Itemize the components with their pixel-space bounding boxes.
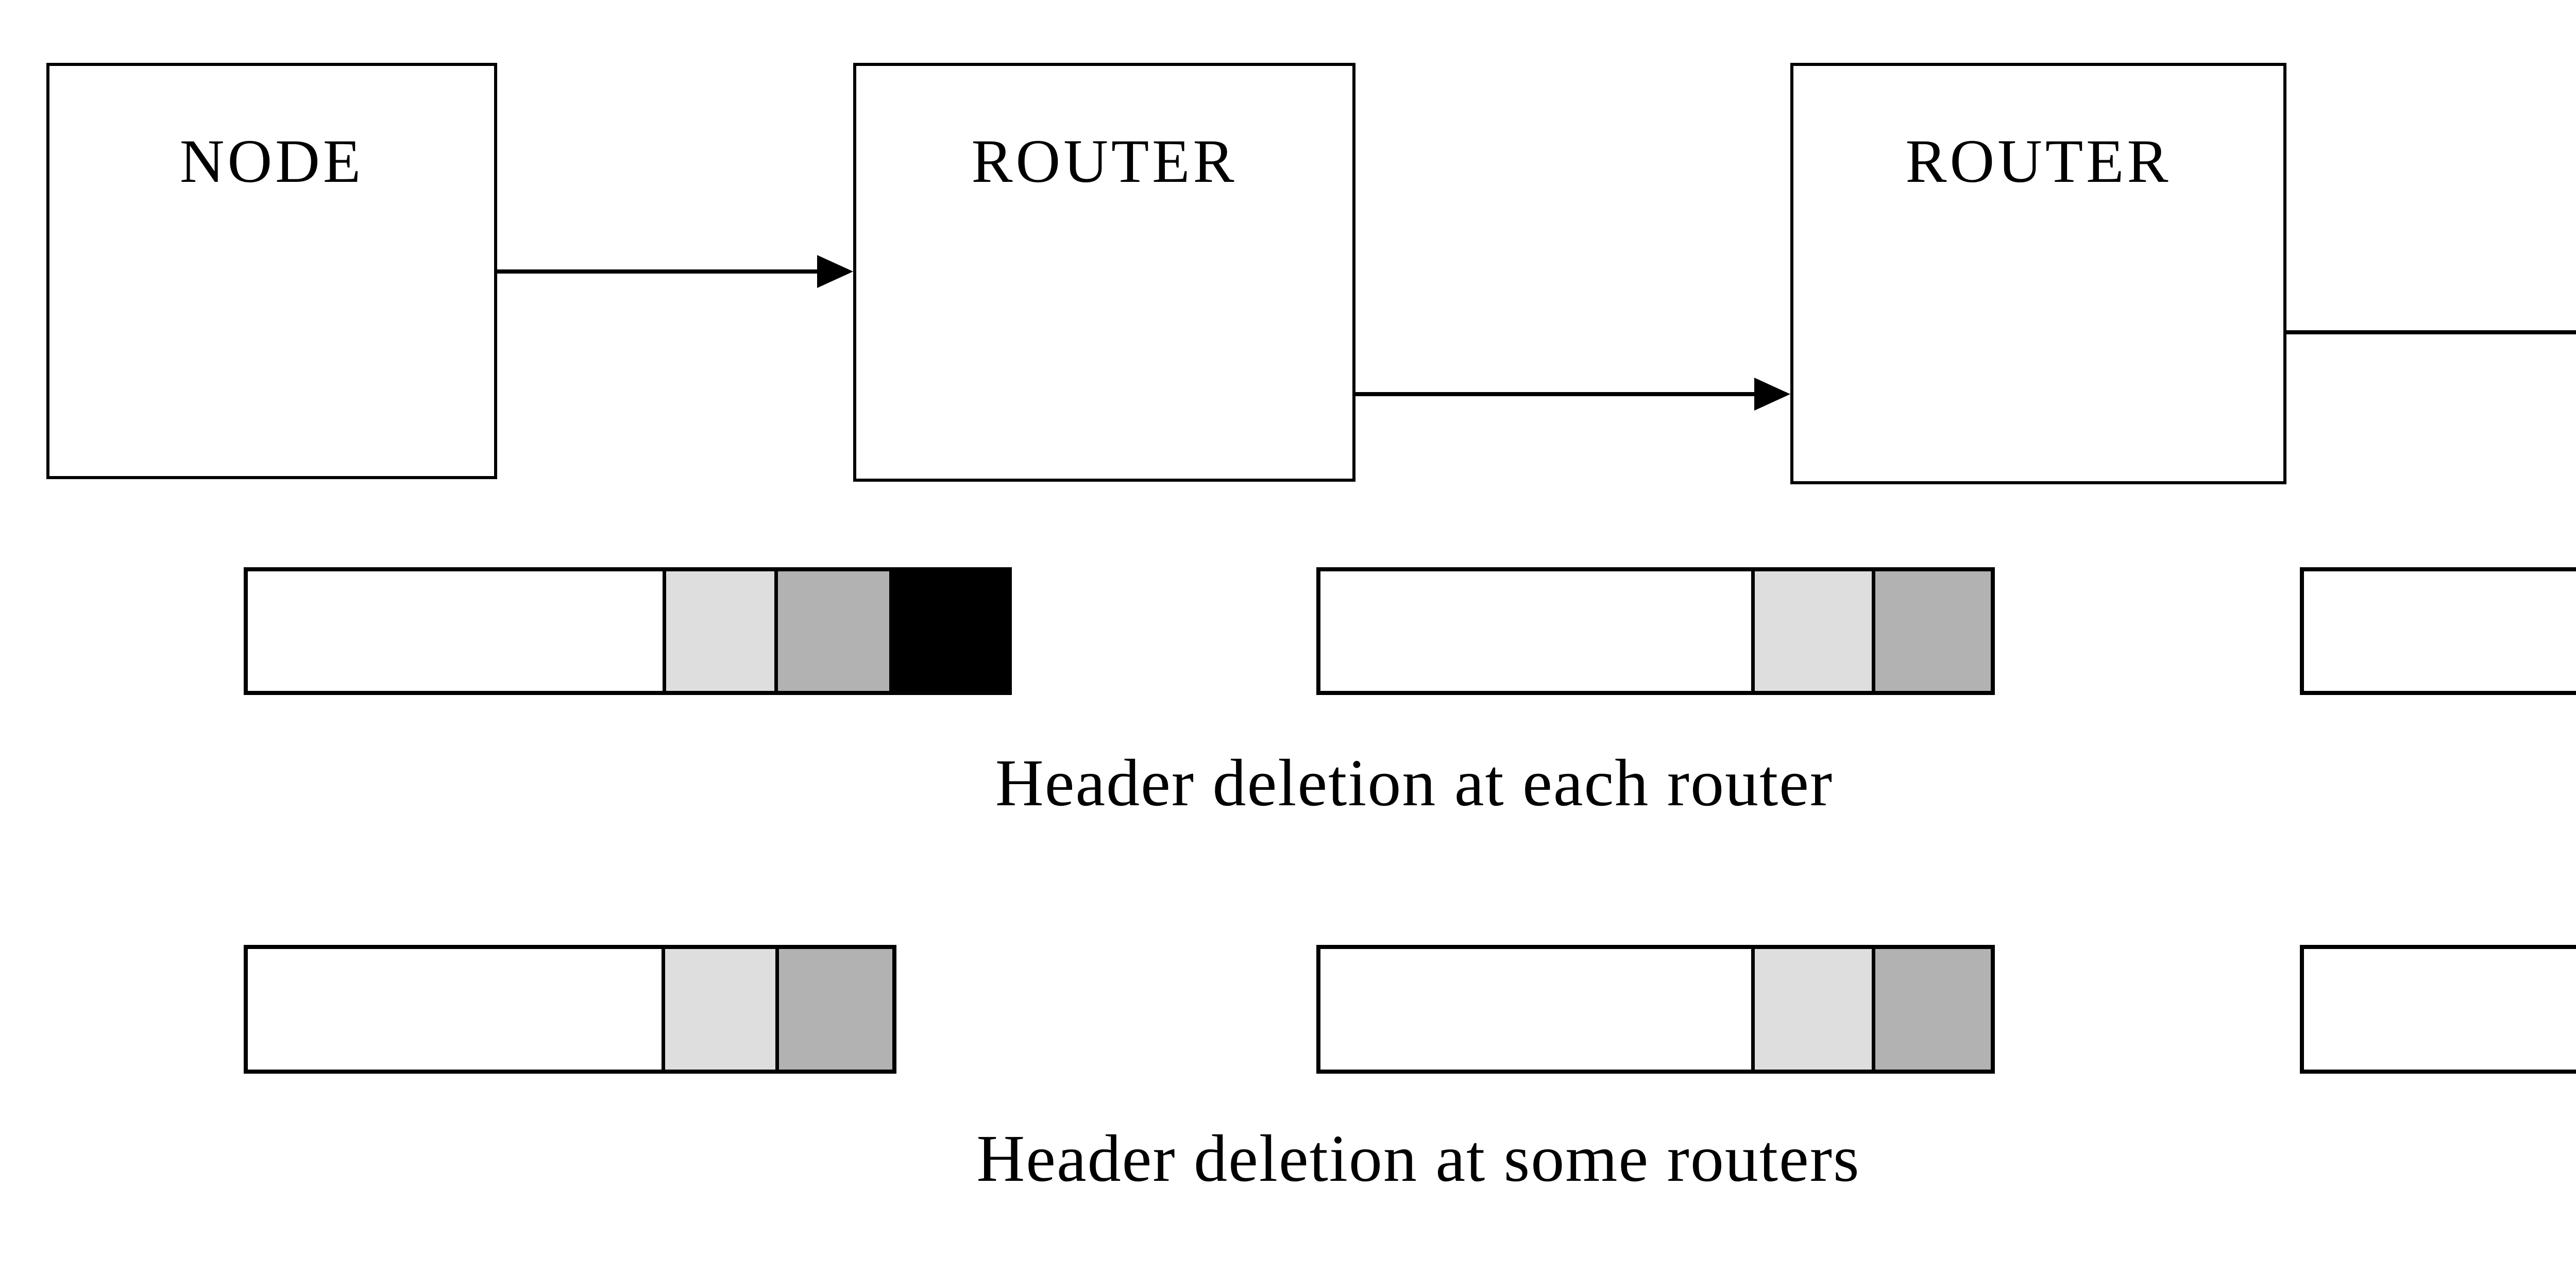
caption-some-routers: Header deletion at some routers [976,1122,1860,1196]
packet-segment-light_gray [662,571,775,691]
arrow-router2-to-node2 [2286,316,2576,349]
packet-segment-white [2304,571,2576,691]
packet-segment-mid_gray [774,571,889,691]
router-box-second: ROUTER [1790,63,2286,484]
packet-segment-white [2304,949,2576,1070]
node-box-left: NODE [46,63,497,479]
packet-bar [2300,945,2576,1074]
arrow-node1-to-router1 [497,255,853,288]
packet-segment-mid_gray [1872,571,1991,691]
packet-bar [1316,945,1995,1074]
packet-segment-white [1320,949,1751,1070]
packet-segment-mid_gray [1872,949,1991,1070]
packet-bar [244,945,896,1074]
packet-segment-light_gray [1751,949,1872,1070]
packet-segment-white [248,949,662,1070]
packet-segment-light_gray [661,949,776,1070]
node-box-left-label: NODE [179,127,364,195]
arrow-head-icon [817,255,853,288]
packet-segment-white [248,571,663,691]
packet-segment-white [1320,571,1751,691]
packet-bar [1316,567,1995,695]
arrow-line [497,269,821,274]
packet-bar [244,567,1012,695]
router-box-first-label: ROUTER [971,127,1238,195]
arrow-router1-to-router2 [1355,378,1790,411]
arrow-line [1355,392,1758,396]
packet-segment-black [889,571,1008,691]
router-box-first: ROUTER [853,63,1355,482]
arrow-head-icon [1754,378,1790,411]
caption-each-router: Header deletion at each router [995,746,1834,820]
arrow-line [2286,330,2576,334]
packet-segment-mid_gray [775,949,892,1070]
router-box-second-label: ROUTER [1905,127,2172,195]
packet-segment-light_gray [1751,571,1872,691]
packet-bar [2300,567,2576,695]
